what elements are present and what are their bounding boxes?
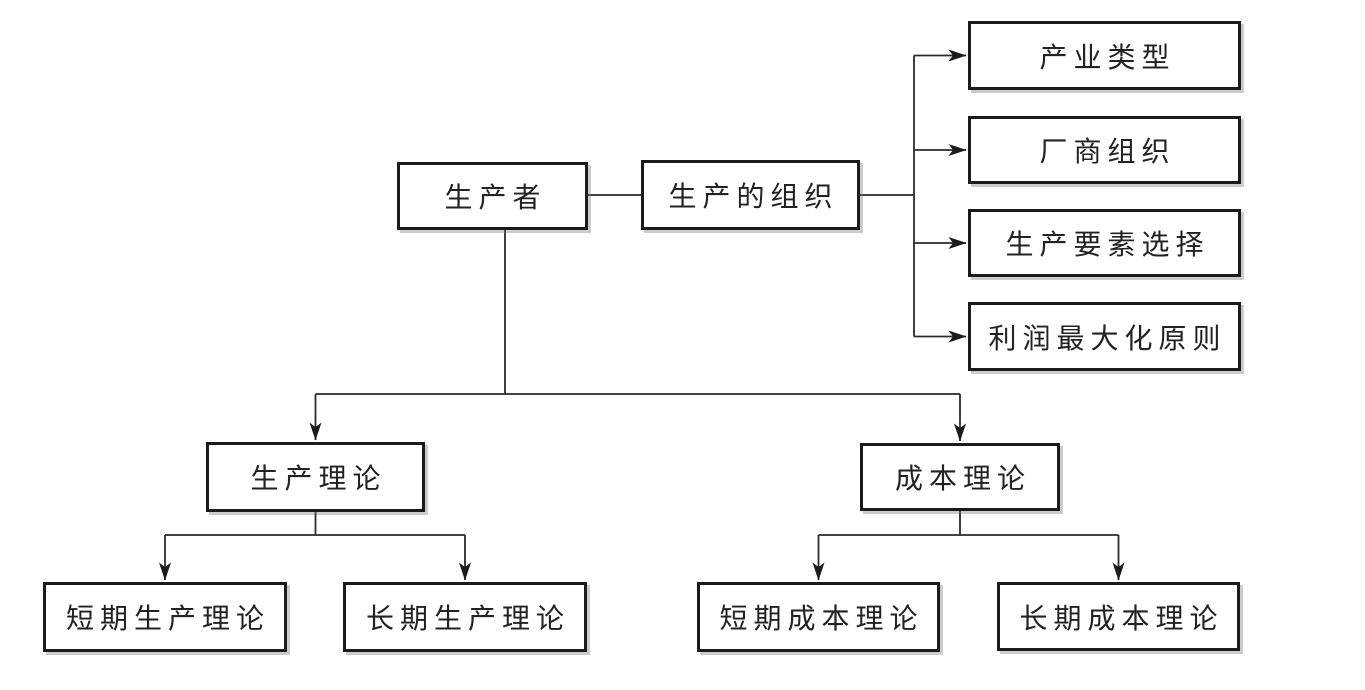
node-producer: 生产者 [397, 162, 588, 230]
node-cost-theory: 成本理论 [860, 443, 1060, 511]
node-long-run-cost: 长期成本理论 [997, 582, 1240, 651]
node-short-run-production: 短期生产理论 [43, 582, 287, 652]
node-factor-selection: 生产要素选择 [968, 209, 1241, 277]
node-industry-type: 产业类型 [968, 21, 1241, 90]
node-long-run-production: 长期生产理论 [343, 582, 587, 652]
node-firm-organization: 厂商组织 [968, 116, 1241, 184]
node-production-theory: 生产理论 [206, 442, 425, 512]
node-profit-maximization: 利润最大化原则 [968, 302, 1241, 371]
node-short-run-cost: 短期成本理论 [697, 582, 940, 652]
node-organization: 生产的组织 [641, 160, 860, 230]
